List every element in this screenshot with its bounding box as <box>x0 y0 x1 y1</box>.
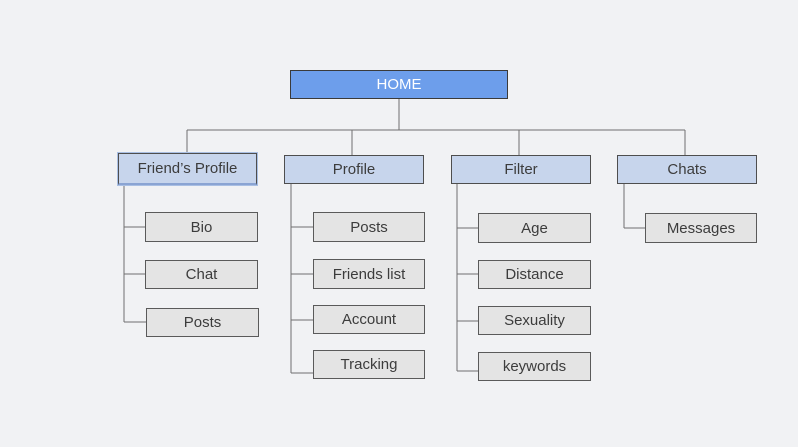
filter-age-node[interactable]: Age <box>478 213 591 243</box>
profile-posts-node[interactable]: Posts <box>313 212 425 242</box>
filter-sexuality-node[interactable]: Sexuality <box>478 306 591 335</box>
friends-profile-posts-node[interactable]: Posts <box>146 308 259 337</box>
profile-node[interactable]: Profile <box>284 155 424 184</box>
friends-profile-node[interactable]: Friend’s Profile <box>118 153 257 185</box>
filter-node[interactable]: Filter <box>451 155 591 184</box>
filter-distance-node[interactable]: Distance <box>478 260 591 289</box>
profile-friends-list-node[interactable]: Friends list <box>313 259 425 289</box>
chats-messages-node[interactable]: Messages <box>645 213 757 243</box>
friends-profile-chat-node[interactable]: Chat <box>145 260 258 289</box>
profile-tracking-node[interactable]: Tracking <box>313 350 425 379</box>
profile-account-node[interactable]: Account <box>313 305 425 334</box>
chats-node[interactable]: Chats <box>617 155 757 184</box>
filter-keywords-node[interactable]: keywords <box>478 352 591 381</box>
home-node[interactable]: HOME <box>290 70 508 99</box>
friends-profile-bio-node[interactable]: Bio <box>145 212 258 242</box>
